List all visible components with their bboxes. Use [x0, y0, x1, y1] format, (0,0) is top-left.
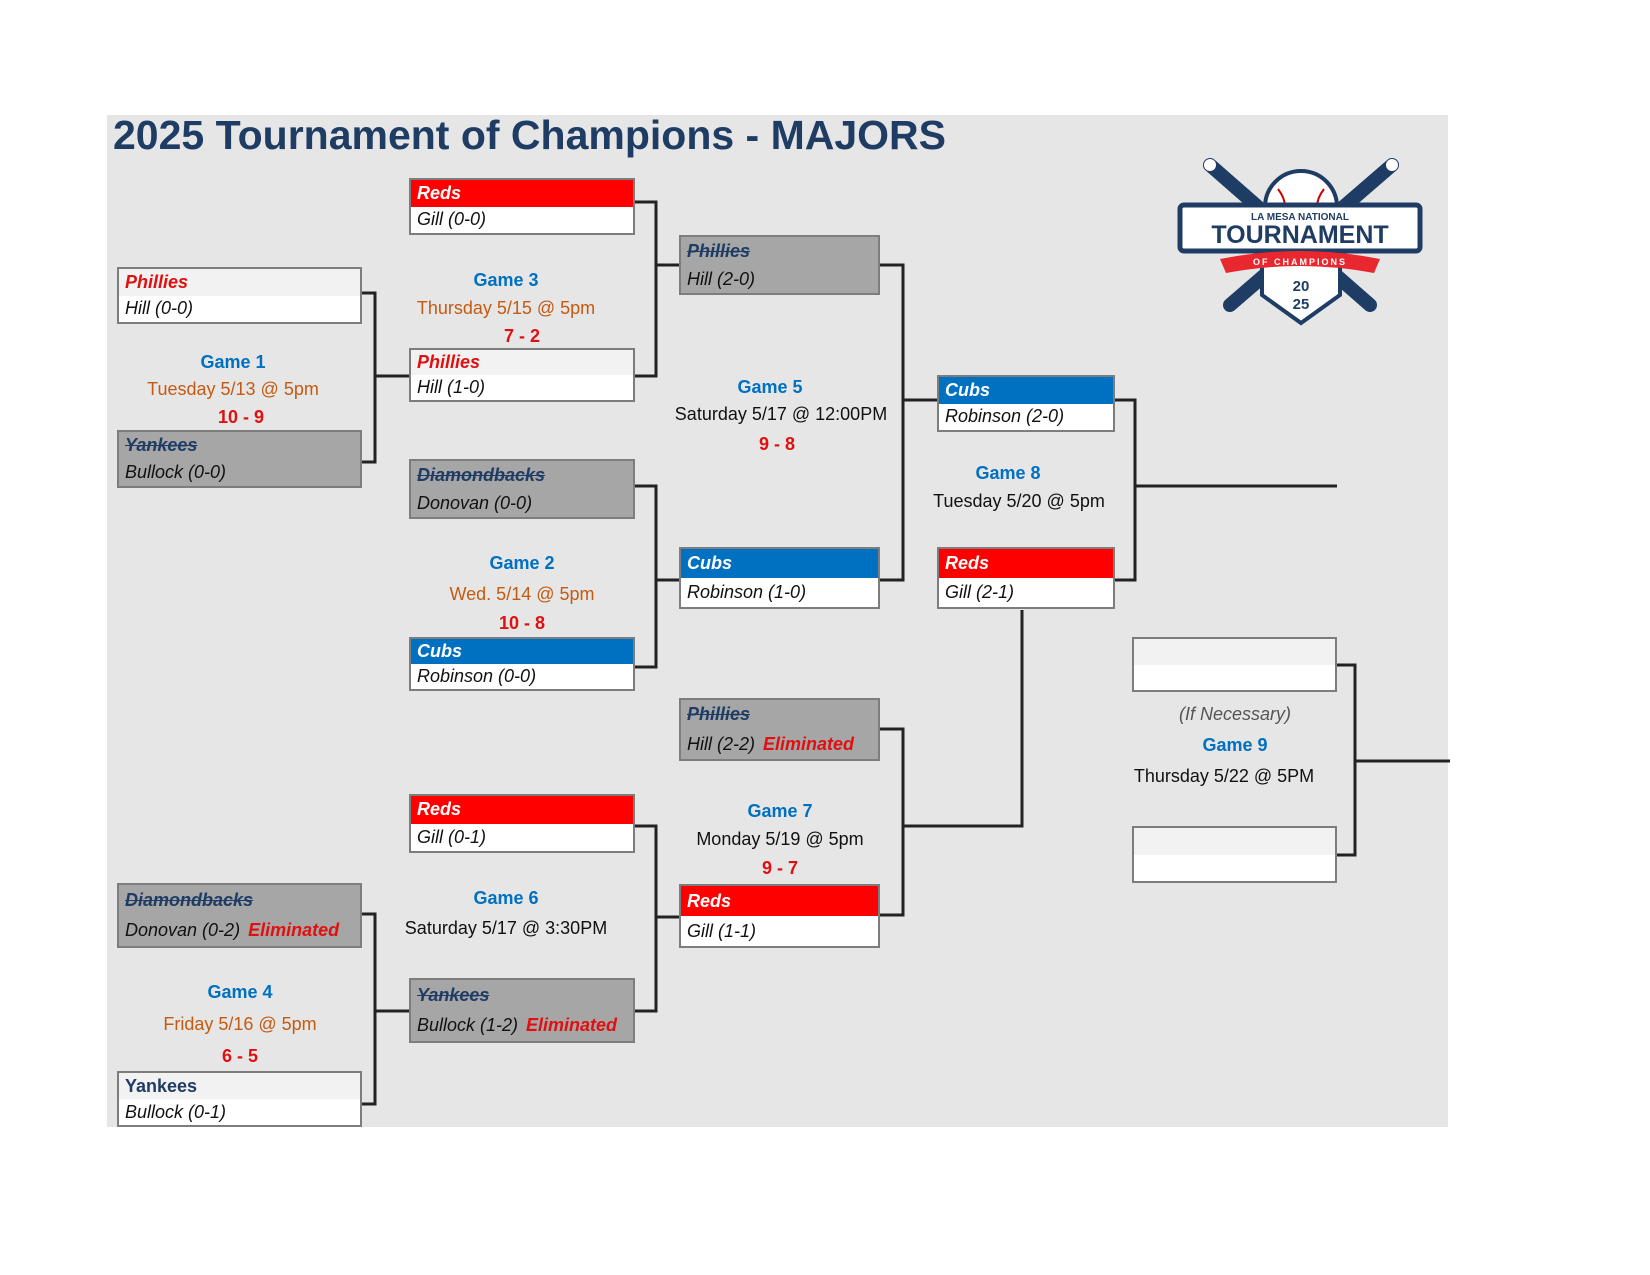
game4-score: 6 - 5	[221, 1046, 259, 1066]
pitcher-record: Hill (2-0)	[681, 265, 878, 293]
pitcher-record: Donovan (0-0)	[411, 489, 633, 517]
pitcher-record: Gill (1-1)	[687, 920, 757, 941]
g5-top-box[interactable]: Phillies Hill (2-0)	[679, 235, 880, 295]
team-name: Yankees	[119, 432, 360, 459]
team-name: Phillies	[119, 269, 360, 296]
page-title: 2025 Tournament of Champions - MAJORS	[113, 112, 947, 158]
game1-score: 10 - 9	[217, 407, 265, 427]
pitcher-record: Donovan (0-2) Eliminated	[119, 915, 360, 946]
game9-date: Thursday 5/22 @ 5PM	[1133, 766, 1315, 786]
game6-date: Saturday 5/17 @ 3:30PM	[404, 918, 608, 938]
pitcher-record: Robinson (1-0)	[687, 582, 807, 602]
team-name: Cubs	[939, 377, 1113, 404]
pitcher-record	[1134, 665, 1335, 691]
g6-bottom-box[interactable]: Yankees Bullock (1-2) Eliminated	[409, 978, 635, 1043]
team-name: Diamondbacks	[411, 461, 633, 489]
g1-bottom-box[interactable]: Yankees Bullock (0-0)	[117, 430, 362, 488]
team-name: Phillies	[411, 350, 633, 375]
game5-date: Saturday 5/17 @ 12:00PM	[674, 404, 888, 424]
pitcher-record: Gill (0-1)	[417, 826, 487, 847]
game2-score: 10 - 8	[498, 613, 546, 633]
pitcher-record: Gill (2-1)	[945, 582, 1015, 602]
team-name: Yankees	[119, 1073, 360, 1099]
tournament-logo: LA MESA NATIONAL TOURNAMENT OF CHAMPIONS…	[1177, 158, 1423, 326]
pitcher-record: Robinson (2-0)	[945, 406, 1065, 427]
logo-line3: OF CHAMPIONS	[1253, 257, 1347, 267]
g2-top-box[interactable]: Diamondbacks Donovan (0-0)	[409, 459, 635, 519]
pitcher-record: Hill (1-0)	[417, 377, 486, 397]
logo-line2: TOURNAMENT	[1211, 221, 1388, 249]
g5-bottom-box[interactable]: Cubs Robinson (1-0)	[679, 547, 880, 609]
team-name: Reds	[681, 886, 878, 916]
g7-top-box[interactable]: Phillies Hill (2-2) Eliminated	[679, 698, 880, 761]
team-name: Reds	[939, 549, 1113, 578]
pitcher-record: Robinson (0-0)	[417, 666, 537, 686]
game3-date: Thursday 5/15 @ 5pm	[416, 298, 596, 318]
logo-year-top: 20	[1293, 278, 1310, 295]
game7-score: 9 - 7	[761, 858, 799, 878]
pitcher-record: Bullock (0-0)	[119, 459, 360, 486]
pitcher-record: Bullock (1-2) Eliminated	[411, 1010, 633, 1041]
eliminated-label: Eliminated	[526, 1015, 618, 1036]
pitcher-record: Bullock (0-1)	[125, 1101, 227, 1122]
game5-score: 9 - 8	[758, 434, 796, 454]
g3-bottom-box[interactable]: Phillies Hill (1-0)	[409, 348, 635, 402]
pitcher-record: Gill (0-0)	[417, 209, 487, 230]
g3-top-box[interactable]: Reds Gill (0-0)	[409, 178, 635, 235]
game1-name: Game 1	[200, 352, 266, 372]
g1-top-box[interactable]: Phillies Hill (0-0)	[117, 267, 362, 324]
logo-year-bottom: 25	[1293, 296, 1310, 313]
game7-name: Game 7	[747, 801, 813, 821]
game6-name: Game 6	[473, 888, 539, 908]
game4-date: Friday 5/16 @ 5pm	[163, 1014, 317, 1034]
team-name	[1134, 828, 1335, 855]
logo-line1: LA MESA NATIONAL	[1251, 212, 1349, 223]
pitcher-name: Hill (2-2)	[687, 733, 756, 754]
g4-bottom-box[interactable]: Yankees Bullock (0-1)	[117, 1071, 362, 1127]
pitcher-name: Donovan (0-2)	[125, 920, 241, 941]
game2-date: Wed. 5/14 @ 5pm	[449, 584, 595, 604]
g9-top-box[interactable]	[1132, 637, 1337, 692]
team-name: Reds	[411, 796, 633, 824]
pitcher-name: Bullock (1-2)	[417, 1015, 519, 1036]
game5-name: Game 5	[737, 377, 803, 397]
team-name	[1134, 639, 1335, 665]
eliminated-label: Eliminated	[763, 733, 855, 754]
team-name: Phillies	[681, 700, 878, 730]
g6-top-box[interactable]: Reds Gill (0-1)	[409, 794, 635, 853]
g4-top-box[interactable]: Diamondbacks Donovan (0-2) Eliminated	[117, 883, 362, 948]
pitcher-record: Hill (2-2) Eliminated	[681, 729, 878, 759]
game4-name: Game 4	[207, 982, 273, 1002]
team-name: Cubs	[681, 549, 878, 578]
team-name: Cubs	[411, 639, 633, 664]
game2-name: Game 2	[489, 553, 555, 573]
g2-bottom-box[interactable]: Cubs Robinson (0-0)	[409, 637, 635, 691]
g7-bottom-box[interactable]: Reds Gill (1-1)	[679, 884, 880, 948]
game7-date: Monday 5/19 @ 5pm	[696, 829, 864, 849]
game3-name: Game 3	[473, 270, 539, 290]
game3-score: 7 - 2	[503, 326, 541, 346]
g8-bottom-box[interactable]: Reds Gill (2-1)	[937, 547, 1115, 609]
team-name: Yankees	[411, 980, 633, 1011]
game1-date: Tuesday 5/13 @ 5pm	[147, 379, 319, 399]
eliminated-label: Eliminated	[248, 920, 340, 941]
pitcher-record: Hill (0-0)	[125, 298, 194, 319]
game9-name: Game 9	[1202, 735, 1268, 755]
game8-name: Game 8	[975, 463, 1041, 483]
g8-top-box[interactable]: Cubs Robinson (2-0)	[937, 375, 1115, 432]
pitcher-record	[1134, 855, 1335, 882]
team-name: Phillies	[681, 237, 878, 265]
g9-bottom-box[interactable]	[1132, 826, 1337, 883]
game9-note: (If Necessary)	[1178, 704, 1292, 724]
team-name: Reds	[411, 180, 633, 207]
game8-date: Tuesday 5/20 @ 5pm	[933, 491, 1105, 511]
team-name: Diamondbacks	[119, 885, 360, 916]
